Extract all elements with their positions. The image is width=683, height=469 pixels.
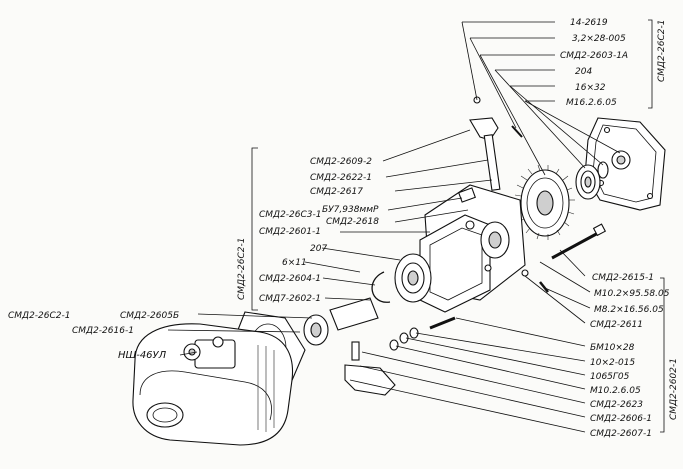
lever [469, 96, 501, 191]
leader-lines [167, 19, 665, 433]
snap-ring [371, 271, 391, 303]
label-6x11: 6×11 [282, 258, 307, 268]
bracket-label-right-bottom: СМД2-2602-1 [669, 358, 679, 420]
long-bolt [551, 223, 607, 260]
label-1065g05: 1065Г05 [590, 372, 630, 382]
label-nsh-46ul: НШ-46УЛ [118, 350, 167, 361]
label-16x32: 16×32 [575, 83, 606, 93]
label-14-2619: 14-2619 [570, 18, 608, 28]
label-m10-2x95: М10.2×95.58.05 [594, 289, 670, 299]
label-3-2x28-005: 3,2×28-005 [572, 34, 626, 44]
ring [597, 161, 609, 179]
pump-housing [419, 184, 526, 313]
pin [511, 125, 523, 138]
gear-pump-nsh [132, 323, 294, 446]
label-m10-2-6-05: М10.2.6.05 [590, 386, 641, 396]
gear [514, 164, 575, 240]
bearing-207 [394, 253, 432, 303]
label-204: 204 [575, 67, 592, 77]
label-m8-2x16: М8.2×16.56.05 [594, 305, 664, 315]
shaft [303, 297, 379, 346]
label-smd2-2616-1: СМД2-2616-1 [72, 326, 134, 336]
label-smd2-26s2-1: СМД2-26С2-1 [8, 311, 71, 321]
bearing-204 [575, 164, 601, 200]
label-smd2-2605b: СМД2-2605Б [120, 311, 179, 321]
bracket-label-top-right: СМД2-26С2-1 [657, 20, 667, 83]
label-smd2-2611: СМД2-2611 [590, 320, 643, 330]
label-smd2-2617: СМД2-2617 [310, 187, 363, 197]
label-smd2-2607-1: СМД2-2607-1 [590, 429, 652, 439]
small-washer [521, 269, 529, 277]
cover-plate [584, 117, 666, 211]
bracket-label-left-mid: СМД2-26С2-1 [237, 238, 247, 301]
label-smd2-2623: СМД2-2623 [590, 400, 643, 410]
label-207: 207 [310, 244, 327, 254]
label-smd2-2618: СМД2-2618 [326, 217, 379, 227]
bolt-bm10x28 [429, 316, 456, 330]
label-smd2-2615-1: СМД2-2615-1 [592, 273, 654, 283]
label-smd7-2602-1: СМД7-2602-1 [259, 294, 321, 304]
label-smd2-26s3-1: СМД2-26С3-1 [259, 210, 322, 220]
nut [389, 339, 399, 351]
label-smd2-2622-1: СМД2-2622-1 [310, 173, 372, 183]
label-10x2-015: 10×2-015 [590, 358, 635, 368]
label-bu7-938mmr: БУ7,938ммР [322, 205, 379, 215]
screw-m8 [539, 281, 549, 293]
label-smd2-2609-2: СМД2-2609-2 [310, 157, 372, 167]
washer-2 [399, 332, 409, 344]
label-smd2-2601-1: СМД2-2601-1 [259, 227, 321, 237]
label-smd2-2606-1: СМД2-2606-1 [590, 414, 652, 424]
label-m16-2-6-05: М16.2.6.05 [566, 98, 617, 108]
label-smd2-2603-1a: СМД2-2603-1А [560, 51, 628, 61]
label-smd2-2604-1: СМД2-2604-1 [259, 274, 321, 284]
label-bm10x28: БМ10×28 [590, 343, 635, 353]
